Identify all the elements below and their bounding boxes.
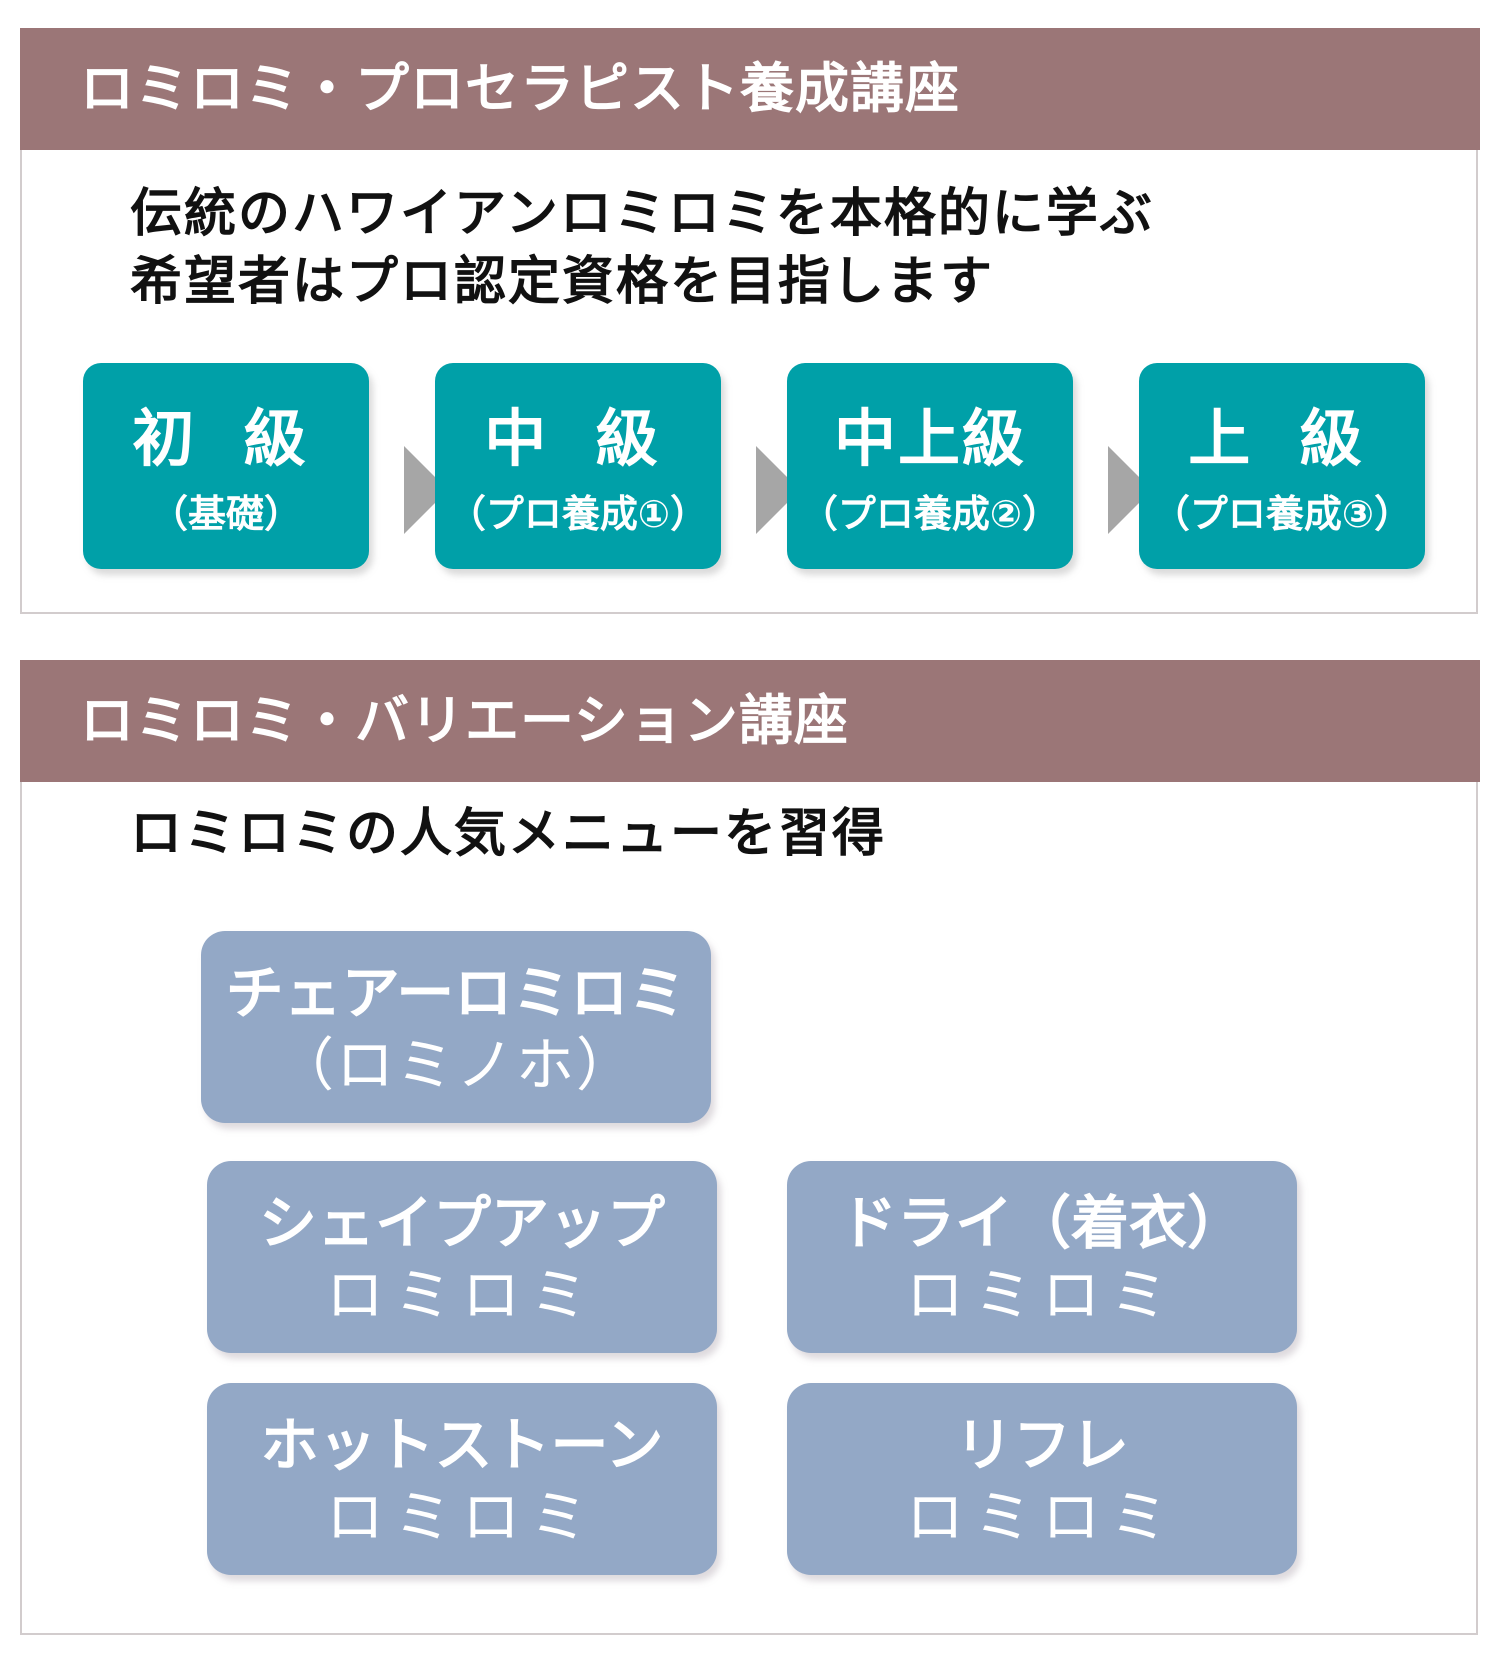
level-box-beginner: 初 級 （基礎） bbox=[83, 363, 369, 569]
menu-box-hotstone-lomilomi: ホットストーン ロミロミ bbox=[207, 1383, 717, 1575]
menu-name: シェイプアップ bbox=[258, 1189, 665, 1257]
menu-name: リフレ bbox=[954, 1411, 1129, 1479]
pro-course-section: ロミロミ・プロセラピスト養成講座 伝統のハワイアンロミロミを本格的に学ぶ 希望者… bbox=[20, 28, 1480, 614]
level-box-advanced: 上 級 （プロ養成③） bbox=[1139, 363, 1425, 569]
variation-course-description: ロミロミの人気メニューを習得 bbox=[130, 800, 886, 868]
menu-box-chair-lomilomi: チェアーロミロミ （ロミノホ） bbox=[201, 931, 711, 1123]
menu-subtitle: ロミロミ bbox=[905, 1483, 1178, 1551]
menu-subtitle: （ロミノホ） bbox=[275, 1031, 636, 1099]
menu-name: ホットストーン bbox=[260, 1411, 664, 1479]
menu-name: チェアーロミロミ bbox=[225, 959, 687, 1027]
menu-name: ドライ（着衣） bbox=[838, 1189, 1245, 1257]
level-subtitle: （基礎） bbox=[149, 492, 302, 536]
menu-box-dry-lomilomi: ドライ（着衣） ロミロミ bbox=[787, 1161, 1297, 1353]
level-box-upper-intermediate: 中上級 （プロ養成②） bbox=[787, 363, 1073, 569]
pro-course-header: ロミロミ・プロセラピスト養成講座 bbox=[20, 28, 1480, 150]
level-subtitle: （プロ養成②） bbox=[799, 492, 1061, 536]
level-subtitle: （プロ養成③） bbox=[1151, 492, 1413, 536]
menu-box-shapeup-lomilomi: シェイプアップ ロミロミ bbox=[207, 1161, 717, 1353]
menu-box-reflex-lomilomi: リフレ ロミロミ bbox=[787, 1383, 1297, 1575]
level-subtitle: （プロ養成①） bbox=[447, 492, 709, 536]
level-name: 初 級 bbox=[132, 402, 320, 475]
menu-subtitle: ロミロミ bbox=[325, 1261, 598, 1329]
menu-subtitle: ロミロミ bbox=[325, 1483, 598, 1551]
description-line-1: 伝統のハワイアンロミロミを本格的に学ぶ bbox=[130, 184, 1154, 244]
variation-course-header: ロミロミ・バリエーション講座 bbox=[20, 660, 1480, 782]
level-name: 中上級 bbox=[833, 402, 1026, 475]
description-line-2: 希望者はプロ認定資格を目指します bbox=[130, 252, 995, 312]
level-box-intermediate: 中 級 （プロ養成①） bbox=[435, 363, 721, 569]
pro-course-description: 伝統のハワイアンロミロミを本格的に学ぶ 希望者はプロ認定資格を目指します bbox=[130, 180, 1154, 316]
description-line-1: ロミロミの人気メニューを習得 bbox=[130, 804, 887, 864]
level-name: 上 級 bbox=[1188, 402, 1376, 475]
variation-course-section: ロミロミ・バリエーション講座 ロミロミの人気メニューを習得 チェアーロミロミ （… bbox=[20, 660, 1480, 1635]
level-name: 中 級 bbox=[484, 402, 672, 475]
menu-subtitle: ロミロミ bbox=[905, 1261, 1178, 1329]
